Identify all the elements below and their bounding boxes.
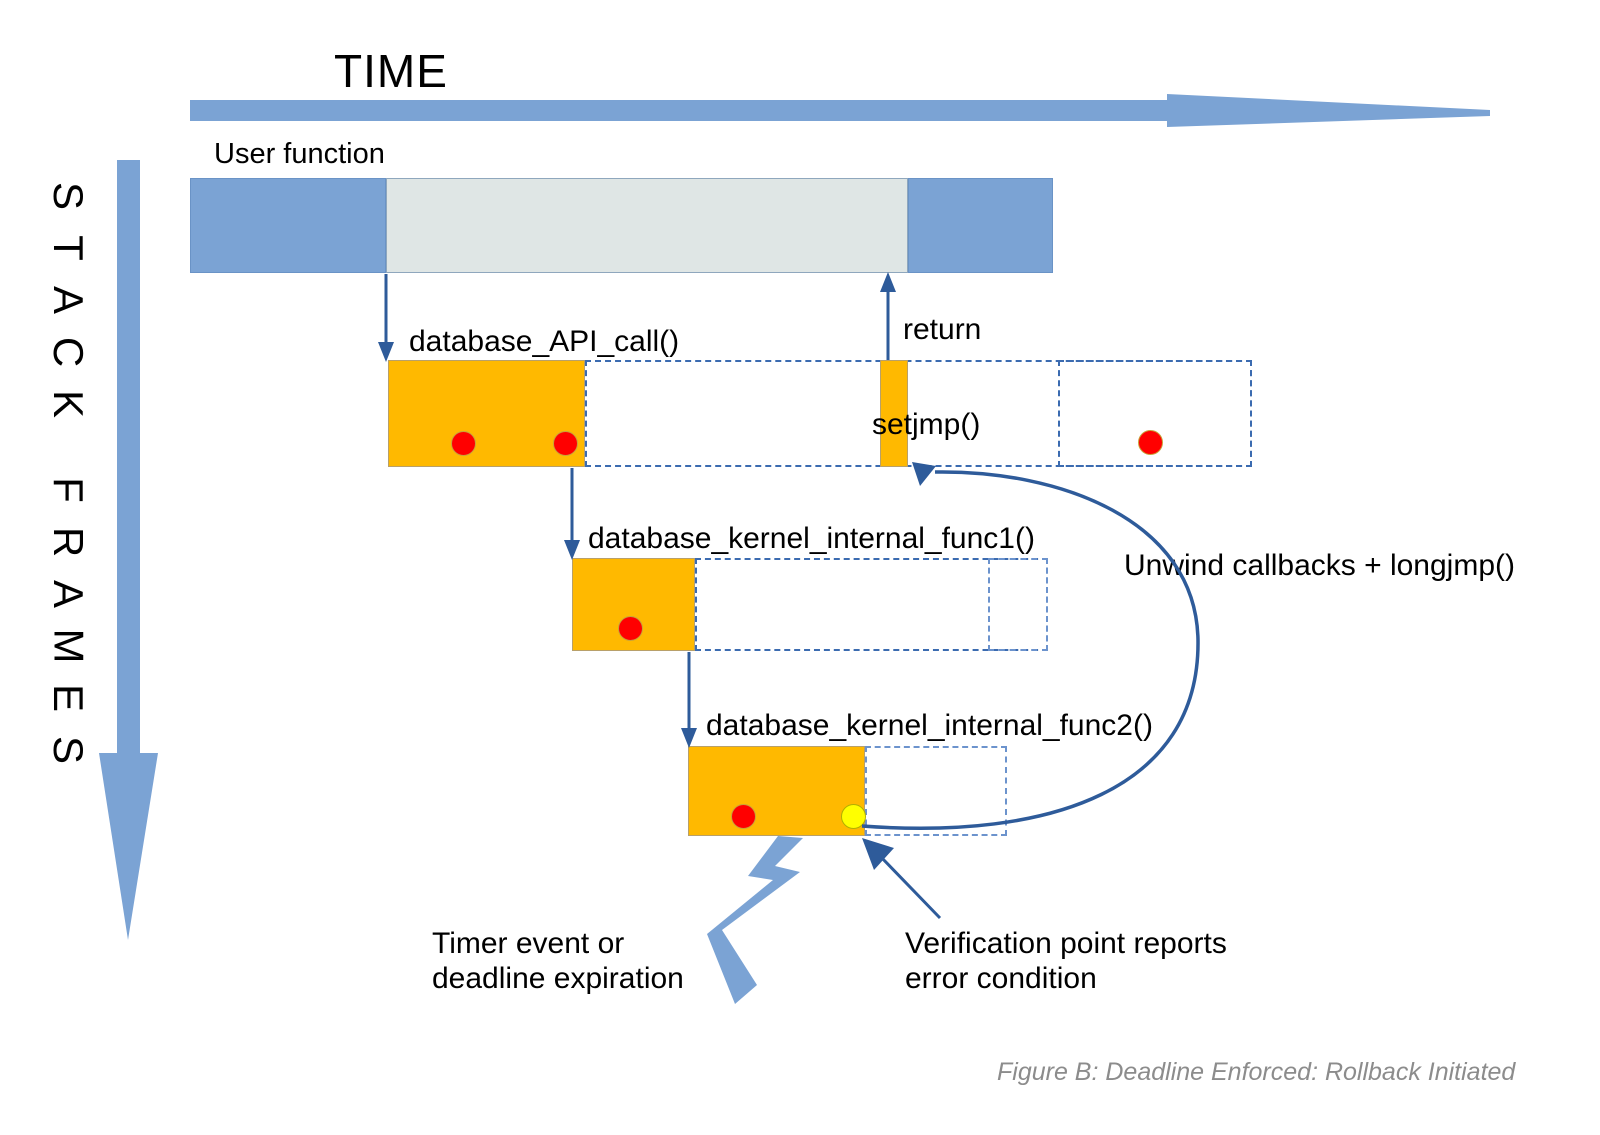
checkpoint-dot-red <box>731 804 756 829</box>
func2-frame-box <box>688 746 866 836</box>
stack-letter: C <box>45 336 92 368</box>
stack-letter: A <box>44 285 92 315</box>
figure-caption: Figure B: Deadline Enforced: Rollback In… <box>997 1058 1516 1086</box>
return-arrow <box>880 272 896 360</box>
stack-letter: F <box>45 477 92 503</box>
return-label: return <box>903 313 982 346</box>
database-api-call-frame-box <box>388 360 585 467</box>
verification-point-arrow <box>862 838 942 920</box>
user-function-label: User function <box>214 138 385 170</box>
stack-letter: R <box>45 526 92 558</box>
checkpoint-dot-red <box>1138 430 1163 455</box>
setjmp-frame-box <box>880 360 908 467</box>
database-api-call-label: database_API_call() <box>409 325 680 358</box>
stack-axis-label: S T A C K F R A M E S <box>38 170 98 776</box>
timer-event-note-line1: Timer event or <box>432 927 625 960</box>
user-function-bar-left <box>190 178 386 273</box>
verification-note-line1: Verification point reports <box>905 927 1227 960</box>
verification-point-note: Verification point reports error conditi… <box>905 926 1265 997</box>
verification-note-line2: error condition <box>905 962 1097 996</box>
database-api-call-dashed-inner <box>1058 360 1252 467</box>
stack-letter: A <box>44 579 92 609</box>
timer-event-note-line2: deadline expiration <box>432 962 684 996</box>
call-arrow-func2 <box>681 652 697 748</box>
setjmp-label: setjmp() <box>872 408 981 441</box>
time-axis-title: TIME <box>334 45 448 97</box>
verification-point-dot-yellow <box>841 804 866 829</box>
stack-letter: T <box>45 235 92 261</box>
stack-letter: E <box>44 683 92 713</box>
checkpoint-dot-red <box>618 616 643 641</box>
call-arrow-api <box>378 274 394 362</box>
timer-event-note: Timer event or deadline expiration <box>432 926 722 997</box>
checkpoint-dot-red <box>451 431 476 456</box>
time-axis-arrow <box>190 94 1490 127</box>
user-function-bar-middle <box>386 178 908 273</box>
checkpoint-dot-red <box>553 431 578 456</box>
func2-dashed-region <box>865 746 1007 836</box>
stack-letter: K <box>44 389 92 419</box>
database-kernel-internal-func1-label: database_kernel_internal_func1() <box>588 522 1035 555</box>
stack-letter: S <box>44 735 92 765</box>
user-function-bar-right <box>908 178 1053 273</box>
func1-dashed-inner <box>988 558 1048 651</box>
call-arrow-func1 <box>564 468 580 560</box>
stack-letter: M <box>45 628 92 664</box>
stack-frames-arrow <box>99 160 158 940</box>
stack-letter: S <box>44 181 92 211</box>
func1-frame-box <box>572 558 695 651</box>
unwind-longjmp-label: Unwind callbacks + longjmp() <box>1124 549 1515 582</box>
database-kernel-internal-func2-label: database_kernel_internal_func2() <box>706 709 1153 742</box>
